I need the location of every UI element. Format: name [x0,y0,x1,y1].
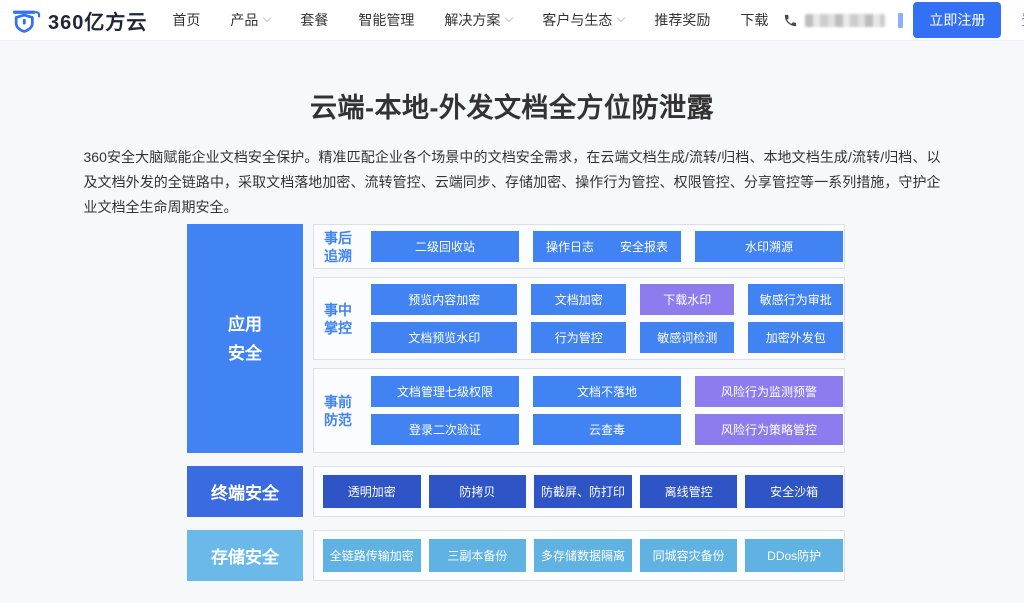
category-storage-security: 存储安全 [187,530,303,581]
blurred-phone-number [805,13,886,27]
nav-item-referral-rewards[interactable]: 推荐奖励 [654,12,711,28]
main-nav: 首页 产品 套餐 智能管理 解决方案 客户与生态 推荐奖励 下载 [157,10,783,30]
security-architecture-diagram: 应用 安全 终端安全 存储安全 事后 追溯 二级回收站 操作日志 安全报表 [187,224,845,581]
nav-item-download[interactable]: 下载 [740,12,769,28]
group-in-event-control: 事中 掌控 预览内容加密 文档加密 下载水印 敏感行为审批 文档预览水印 行为管… [313,277,845,360]
nav-item-home[interactable]: 首页 [172,12,201,28]
group-tag: 事后 追溯 [324,229,352,264]
feature-chip: 预览内容加密 [371,284,518,315]
nav-item-smart-management[interactable]: 智能管理 [358,12,415,28]
feature-chip: 云查毒 [533,414,681,445]
register-now-button[interactable]: 立即注册 [913,2,1002,38]
group-after-event-tracing: 事后 追溯 二级回收站 操作日志 安全报表 水印溯源 [313,224,845,269]
chevron-down-icon [263,13,272,23]
feature-chip: 加密外发包 [748,322,843,353]
feature-chip: 三副本备份 [428,539,527,572]
group-tag: 事中 掌控 [324,301,352,336]
feature-chip: 防截屏、防打印 [534,475,632,508]
feature-chip: 同城容灾备份 [639,539,738,572]
nav-item-products[interactable]: 产品 [215,10,285,30]
chevron-down-icon [505,13,514,23]
group-tag: 事前 防范 [324,393,352,428]
feature-chip: 文档预览水印 [371,322,518,353]
nav-item-plans[interactable]: 套餐 [300,12,329,28]
group-pre-event-prevention: 事前 防范 文档管理七级权限 文档不落地 风险行为监测预警 登录二次验证 云查毒… [313,368,845,453]
nav-item-customers-ecosystem[interactable]: 客户与生态 [527,10,639,30]
feature-chip: 多存储数据隔离 [534,539,632,572]
feature-chip: 文档不落地 [533,376,681,407]
shield-logo-icon [13,10,41,33]
feature-chip: 透明加密 [323,475,421,508]
feature-chip: 文档管理七级权限 [371,376,519,407]
nav-item-solutions[interactable]: 解决方案 [429,10,527,30]
page-description: 360安全大脑赋能企业文档安全保护。精准匹配企业各个场景中的文档安全需求，在云端… [83,149,941,215]
diagram-feature-column: 事后 追溯 二级回收站 操作日志 安全报表 水印溯源 事中 掌控 [313,224,845,581]
logo[interactable]: 360亿方云 [12,6,147,35]
chevron-down-icon [617,13,626,23]
logo-text: 360亿方云 [48,11,148,34]
feature-chip: DDos防护 [745,539,843,572]
feature-chip: 敏感行为审批 [748,284,843,315]
feature-chip: 防拷贝 [428,475,527,508]
phone-icon [783,13,798,28]
category-application-security: 应用 安全 [187,224,303,453]
feature-chip: 二级回收站 [371,231,519,262]
diagram-category-column: 应用 安全 终端安全 存储安全 [187,224,303,581]
category-terminal-security: 终端安全 [187,466,303,517]
group-storage-security-features: 全链路传输加密 三副本备份 多存储数据隔离 同城容灾备份 DDos防护 [313,530,845,581]
feature-chip: 敏感词检测 [639,322,735,353]
top-navigation-bar: 360亿方云 首页 产品 套餐 智能管理 解决方案 客户与生态 推荐奖励 下载 … [0,0,1024,41]
feature-chip: 风险行为监测预警 [695,376,843,407]
blur-artifact [898,12,904,28]
feature-chip: 下载水印 [639,284,735,315]
feature-chip: 全链路传输加密 [323,539,421,572]
feature-chip: 水印溯源 [695,231,843,262]
feature-chip: 操作日志 安全报表 [533,231,681,262]
feature-chip: 离线管控 [639,475,738,508]
page-title: 云端-本地-外发文档全方位防泄露 [310,93,714,123]
header-right-section: 立即注册 登录 [783,2,1024,38]
feature-chip: 行为管控 [531,322,626,353]
group-terminal-security-features: 透明加密 防拷贝 防截屏、防打印 离线管控 安全沙箱 [313,466,845,517]
feature-chip: 文档加密 [531,284,626,315]
feature-chip: 安全沙箱 [745,475,843,508]
login-link[interactable]: 登录 [1021,10,1024,30]
feature-chip: 风险行为策略管控 [695,414,843,445]
feature-chip: 登录二次验证 [371,414,519,445]
